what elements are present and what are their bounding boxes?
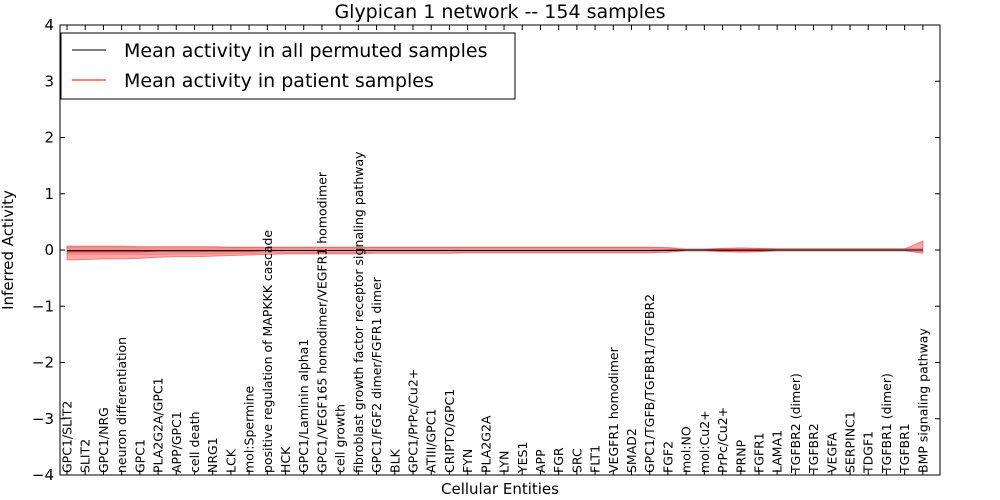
legend-label-permuted: Mean activity in all permuted samples <box>124 40 487 62</box>
xtick-label: GPC1 <box>132 439 147 473</box>
xtick-label: PLA2G2A/GPC1 <box>151 377 166 473</box>
xtick-label: GPC1/PrPc/Cu2+ <box>405 369 420 473</box>
xtick-label: APP/GPC1 <box>169 411 184 473</box>
xtick-label: cell growth <box>333 404 348 473</box>
ytick-label: 2 <box>44 129 54 147</box>
xtick-label: TGFBR2 (dimer) <box>788 373 803 474</box>
xtick-label: LCK <box>223 448 238 473</box>
line-series-0 <box>67 249 923 252</box>
ytick-label: 3 <box>44 72 54 90</box>
xtick-label: LAMA1 <box>770 430 785 473</box>
xtick-label: GPC1/NRG <box>96 407 111 473</box>
legend-box <box>60 32 516 100</box>
xtick-label: NRG1 <box>205 437 220 473</box>
legend-label-patient: Mean activity in patient samples <box>124 70 434 92</box>
ytick-label: −2 <box>32 354 54 372</box>
xtick-label: mol:NO <box>679 426 694 473</box>
xtick-label: cell death <box>187 411 202 473</box>
xtick-label: LYN <box>497 451 512 473</box>
xtick-label: TGFBR2 <box>806 423 821 474</box>
y-axis-ticks: −4 −3 −2 −1 0 1 2 3 4 <box>32 16 940 484</box>
ytick-label: −1 <box>32 297 54 315</box>
xtick-label: GPC1/VEGF165 homodimer/VEGFR1 homodimer <box>314 171 329 473</box>
xtick-label: GPC1/Laminin alpha1 <box>296 339 311 473</box>
xtick-label: TGFBR1 <box>897 423 912 474</box>
xtick-label: GPC1/FGF2 dimer/FGFR1 dimer <box>369 276 384 473</box>
ytick-label: −3 <box>32 410 54 428</box>
xtick-label: SLIT2 <box>78 439 93 473</box>
xtick-label: TDGF1 <box>861 431 876 474</box>
xtick-label: mol:Spermine <box>242 385 257 473</box>
legend: Mean activity in all permuted samples Me… <box>60 32 516 100</box>
xtick-label: CRIPTO/GPC1 <box>442 389 457 473</box>
ytick-label: 4 <box>44 16 54 34</box>
xtick-label: PRNP <box>733 439 748 473</box>
xtick-label: fibroblast growth factor receptor signal… <box>351 151 366 473</box>
xtick-label: PrPc/Cu2+ <box>715 407 730 473</box>
ytick-label: 0 <box>44 241 54 259</box>
x-axis-label: Cellular Entities <box>441 480 559 498</box>
xtick-label: FGF2 <box>660 441 675 473</box>
xtick-label: mol:Cu2+ <box>697 410 712 473</box>
xtick-label: GPC1/TGFB/TGFBR1/TGFBR2 <box>642 294 657 473</box>
series-lines <box>67 249 923 253</box>
xtick-label: VEGFR1 homodimer <box>606 346 621 473</box>
xtick-label: positive regulation of MAPKKK cascade <box>260 230 275 473</box>
ytick-label: −4 <box>32 466 54 484</box>
xtick-label: ATIII/GPC1 <box>424 409 439 473</box>
xtick-label: VEGFA <box>824 432 839 473</box>
xtick-label: FGFR1 <box>751 432 766 473</box>
xtick-label: PLA2G2A <box>478 415 493 473</box>
xtick-label: neuron differentiation <box>114 337 129 473</box>
xtick-label: SMAD2 <box>624 428 639 473</box>
y-axis-label: Inferred Activity <box>0 190 17 310</box>
xtick-label: BLK <box>387 448 402 473</box>
ytick-label: 1 <box>44 185 54 203</box>
xtick-label: FYN <box>460 449 475 473</box>
xtick-label: SRC <box>569 448 584 473</box>
xtick-label: TGFBR1 (dimer) <box>879 373 894 474</box>
xtick-label: GPC1/SLIT2 <box>60 401 75 473</box>
chart-title: Glypican 1 network -- 154 samples <box>334 1 665 23</box>
xtick-label: HCK <box>278 446 293 473</box>
xtick-label: APP <box>533 449 548 473</box>
xtick-label: FGR <box>551 447 566 473</box>
xtick-label: YES1 <box>515 442 530 474</box>
xtick-label: BMP signaling pathway <box>915 328 930 473</box>
xtick-label: FLT1 <box>588 445 603 473</box>
xtick-label: SERPINC1 <box>843 411 858 473</box>
